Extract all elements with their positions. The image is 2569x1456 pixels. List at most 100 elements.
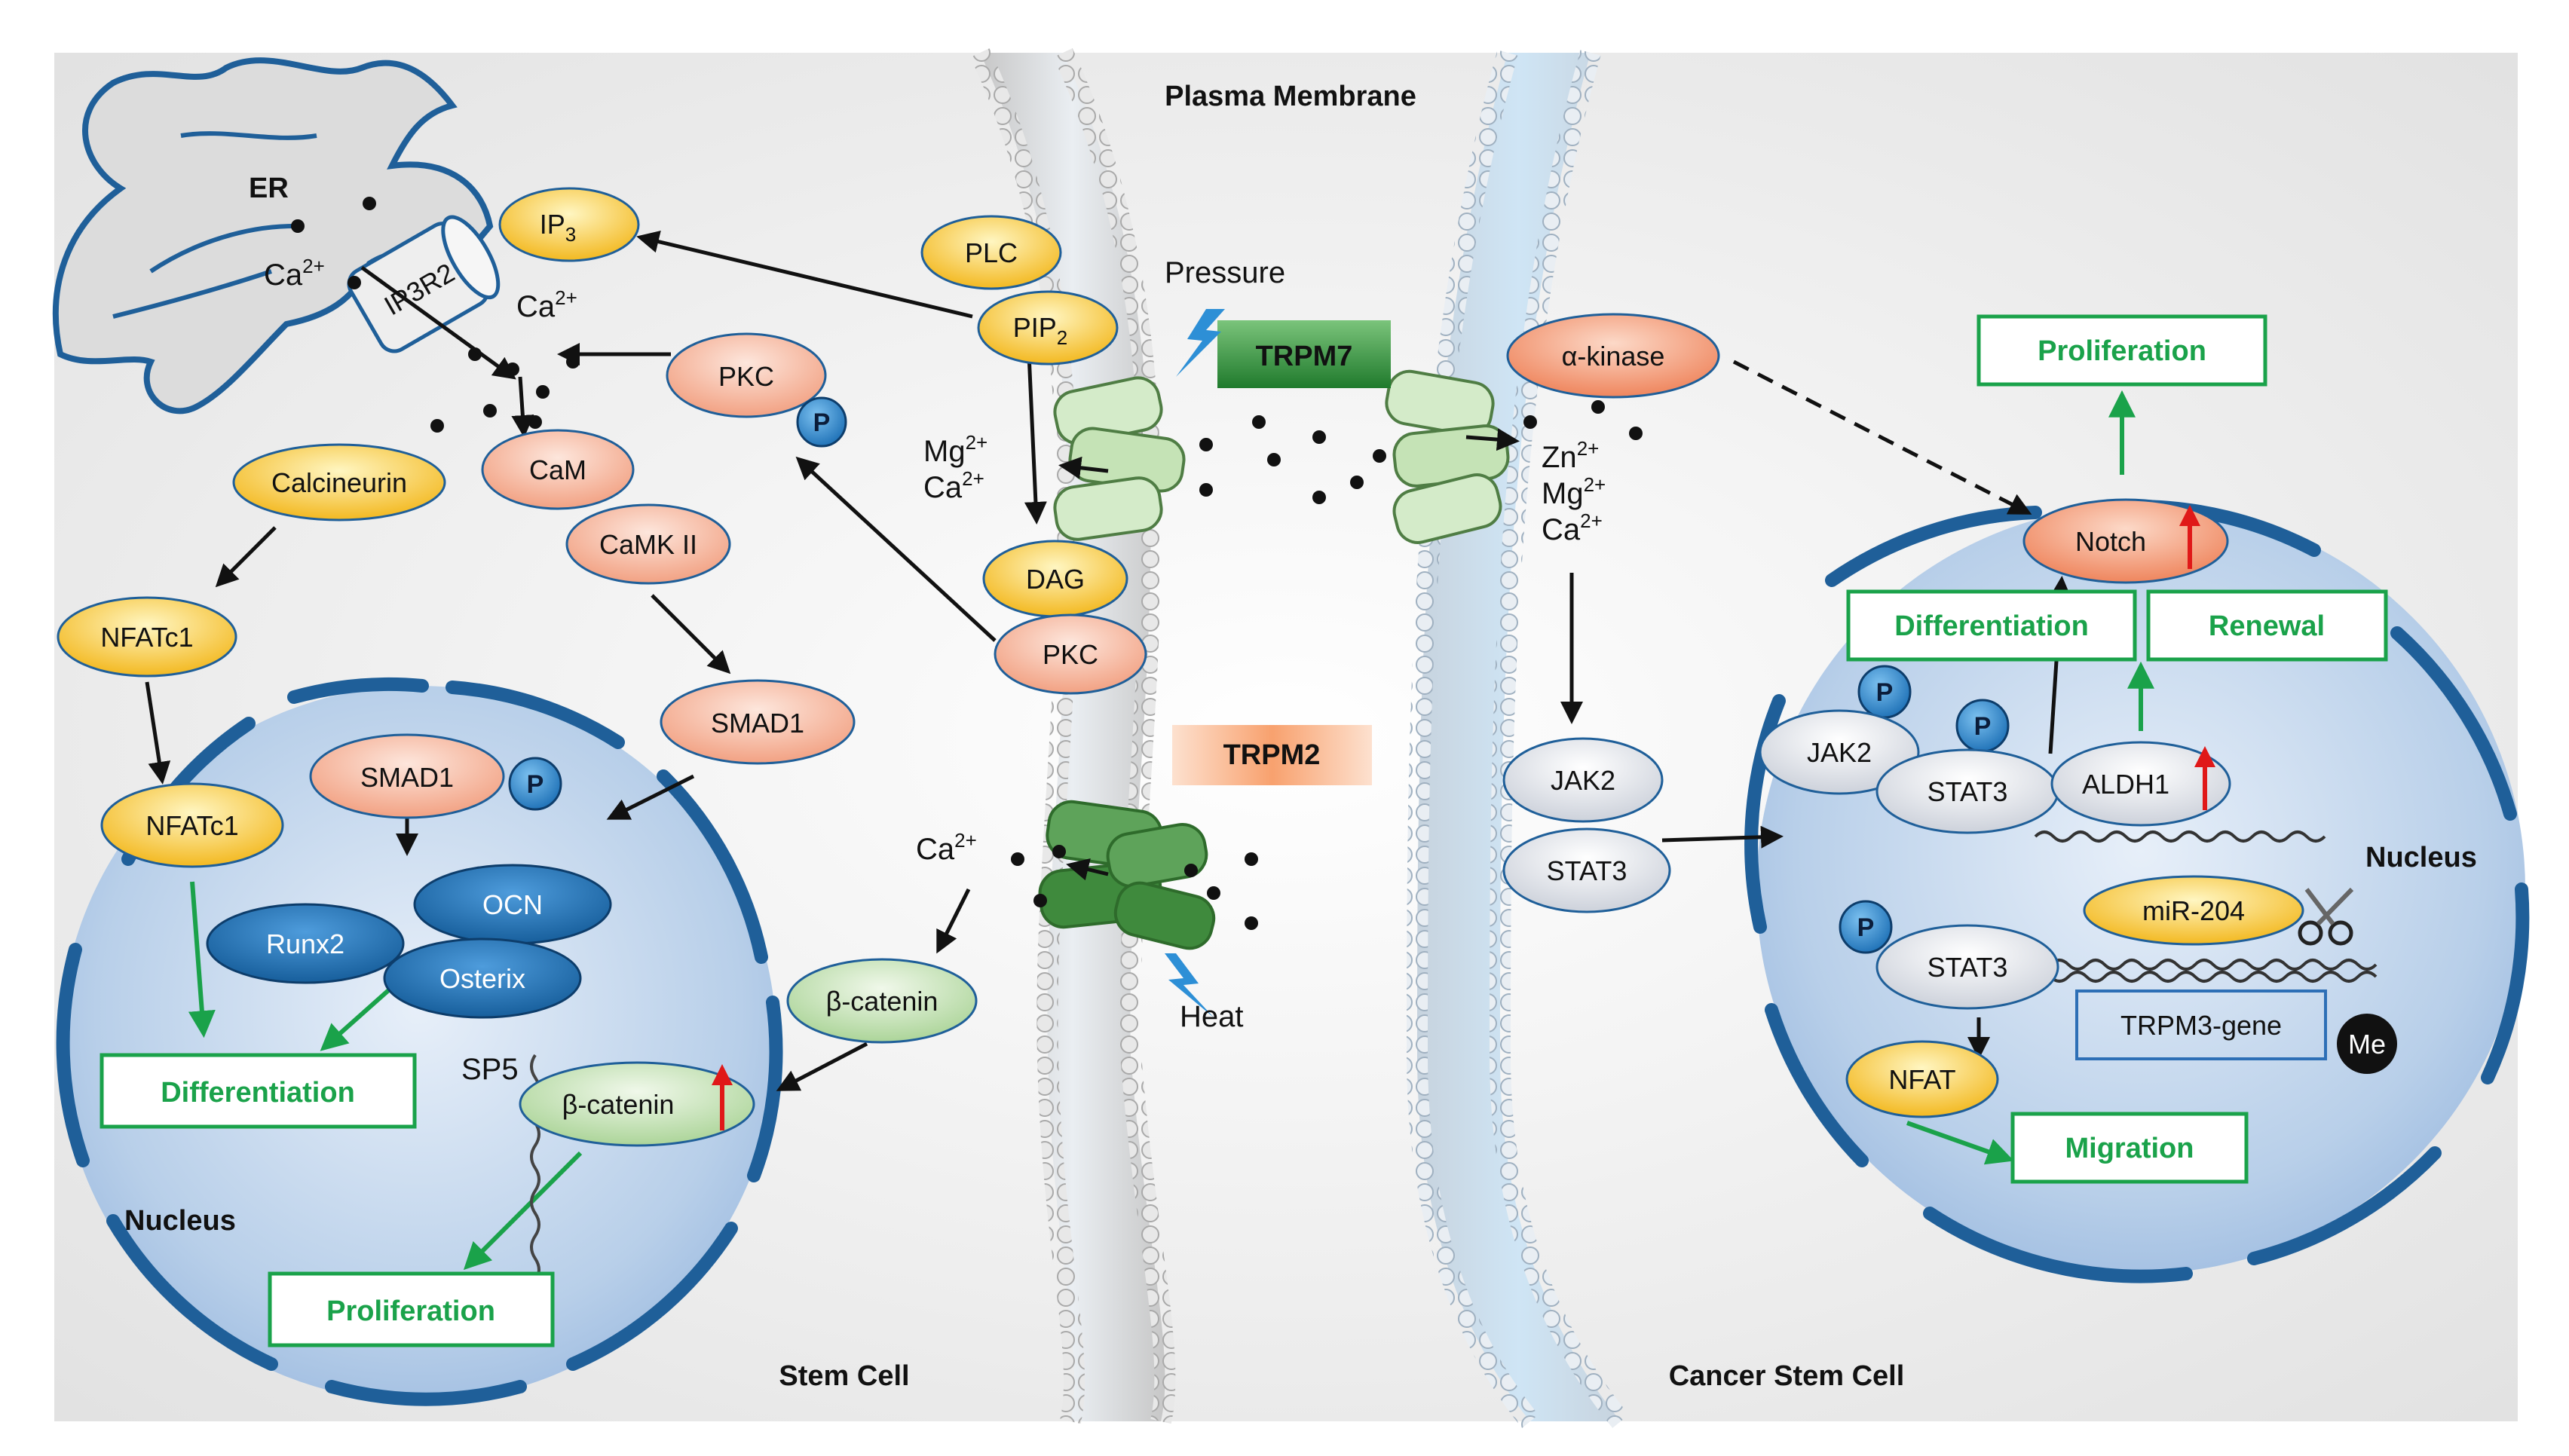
outcome-arrows xyxy=(188,390,2154,1271)
sp5-label: SP5 xyxy=(461,1053,519,1086)
trpm7-channel-left xyxy=(1053,376,1186,541)
camk2-node: CaMK II xyxy=(565,503,731,585)
pkc-top-node: PKC xyxy=(666,332,827,418)
svg-text:OCN: OCN xyxy=(482,889,543,920)
mg-right-label: Mg2+ xyxy=(1542,473,1606,510)
methyl-badge: Me xyxy=(2337,1014,2397,1074)
endoplasmic-reticulum xyxy=(53,57,494,414)
jak2-nucleus-node: JAK2 xyxy=(1759,709,1920,795)
scissors-icon xyxy=(2298,887,2354,946)
svg-text:P: P xyxy=(1974,712,1992,741)
jak2-phospho: P xyxy=(1857,665,1912,719)
ca-right-label: Ca2+ xyxy=(1542,509,1603,546)
alpha-kinase-notch-dashed-arrow xyxy=(1732,359,2032,515)
stat3-nucleus-node: STAT3 xyxy=(1875,748,2059,834)
svg-text:Renewal: Renewal xyxy=(2209,610,2325,642)
er-label: ER xyxy=(249,173,289,204)
svg-text:JAK2: JAK2 xyxy=(1551,765,1615,796)
renewal-box: Renewal xyxy=(2146,589,2388,662)
ca-trpm2-label: Ca2+ xyxy=(916,829,977,866)
trpm7-channel-right xyxy=(1385,369,1510,544)
trpm7-label-box xyxy=(1217,320,1391,388)
svg-text:Proliferation: Proliferation xyxy=(326,1295,495,1327)
svg-text:PIP2: PIP2 xyxy=(1013,312,1068,349)
alpha-kinase-node: α-kinase xyxy=(1506,313,1720,399)
runx2-node: Runx2 xyxy=(206,903,405,984)
svg-text:NFATc1: NFATc1 xyxy=(145,810,238,841)
ca-cytosol-label: Ca2+ xyxy=(516,286,577,323)
svg-text:Me: Me xyxy=(2348,1029,2386,1060)
svg-text:Notch: Notch xyxy=(2075,526,2146,557)
dag-node: DAG xyxy=(982,540,1128,618)
svg-text:P: P xyxy=(813,408,831,437)
trpm2-label: TRPM2 xyxy=(1223,739,1321,771)
svg-text:Differentiation: Differentiation xyxy=(1894,610,2089,642)
jak2-cytosol-node: JAK2 xyxy=(1502,737,1664,823)
stat3-nucleus-phospho: P xyxy=(1955,699,2010,753)
dna-strand-upper xyxy=(2034,830,2326,843)
beta-catenin-nucleus-node: β-catenin xyxy=(519,1061,755,1147)
dna-strand-lower-b xyxy=(2049,971,2378,983)
stat3-lower-node: STAT3 xyxy=(1875,924,2059,1010)
svg-text:CaMK II: CaMK II xyxy=(599,529,697,560)
svg-text:CaM: CaM xyxy=(529,454,586,485)
svg-text:STAT3: STAT3 xyxy=(1547,855,1627,886)
svg-text:Runx2: Runx2 xyxy=(266,928,344,959)
zn-right-label: Zn2+ xyxy=(1542,437,1599,474)
svg-text:NFATc1: NFATc1 xyxy=(100,622,193,653)
svg-text:IP3: IP3 xyxy=(540,209,576,246)
svg-text:α-kinase: α-kinase xyxy=(1562,341,1665,372)
calcineurin-node: Calcineurin xyxy=(232,443,446,522)
aldh1-node: ALDH1 xyxy=(2050,741,2231,827)
trpm7-label: TRPM7 xyxy=(1256,341,1353,372)
svg-text:TRPM3-gene: TRPM3-gene xyxy=(2120,1010,2282,1041)
svg-text:PKC: PKC xyxy=(1043,639,1098,670)
migration-box: Migration xyxy=(2010,1112,2249,1184)
nfatc1-nucleus-node: NFATc1 xyxy=(100,782,284,868)
svg-text:JAK2: JAK2 xyxy=(1807,737,1872,768)
signaling-arrows xyxy=(145,230,2072,1091)
ca-left-label: Ca2+ xyxy=(923,467,984,504)
stem-cell-nucleus xyxy=(56,678,783,1406)
svg-text:STAT3: STAT3 xyxy=(1928,776,2008,807)
svg-text:PKC: PKC xyxy=(718,361,774,392)
beta-catenin-up-arrowhead xyxy=(712,1064,733,1085)
osterix-node: Osterix xyxy=(383,938,582,1019)
nfat-node: NFAT xyxy=(1845,1040,1999,1118)
svg-text:STAT3: STAT3 xyxy=(1928,952,2008,983)
svg-text:P: P xyxy=(527,770,544,799)
ion-dots xyxy=(291,197,1643,930)
svg-text:DAG: DAG xyxy=(1026,564,1085,595)
svg-text:Calcineurin: Calcineurin xyxy=(271,467,407,498)
notch-up-arrowhead xyxy=(2179,505,2200,526)
svg-text:SMAD1: SMAD1 xyxy=(711,708,804,739)
dna-strand-lower-a xyxy=(2049,959,2378,971)
notch-node: Notch xyxy=(2022,498,2229,584)
plasma-membrane-label: Plasma Membrane xyxy=(1165,81,1416,112)
aldh1-up-arrowhead xyxy=(2194,746,2215,767)
cancer-stem-cell-caption: Cancer Stem Cell xyxy=(1669,1360,1905,1392)
svg-text:SMAD1: SMAD1 xyxy=(360,762,454,793)
differentiation-left-box: Differentiation xyxy=(100,1053,417,1129)
stat3-lower-phospho: P xyxy=(1839,900,1893,954)
pip2-node: PIP2 xyxy=(977,290,1119,366)
smad1-cytosol-node: SMAD1 xyxy=(660,679,856,765)
svg-text:Proliferation: Proliferation xyxy=(2038,335,2206,367)
heat-bolt-icon xyxy=(1165,953,1214,1017)
proliferation-right-box: Proliferation xyxy=(1977,314,2267,387)
svg-text:β-catenin: β-catenin xyxy=(826,986,938,1017)
mg-left-label: Mg2+ xyxy=(923,431,987,468)
mir204-node: miR-204 xyxy=(2083,875,2304,946)
stat3-cytosol-node: STAT3 xyxy=(1502,827,1671,913)
nucleus-left-label: Nucleus xyxy=(124,1205,236,1237)
trpm2-label-box xyxy=(1172,725,1372,785)
svg-text:Osterix: Osterix xyxy=(439,963,525,994)
svg-text:ALDH1: ALDH1 xyxy=(2082,769,2169,800)
heat-label: Heat xyxy=(1180,1000,1244,1033)
trpm2-channel xyxy=(1038,800,1216,950)
svg-text:NFAT: NFAT xyxy=(1888,1064,1955,1095)
proliferation-left-box: Proliferation xyxy=(268,1271,555,1347)
ca-er-label: Ca2+ xyxy=(264,255,325,292)
